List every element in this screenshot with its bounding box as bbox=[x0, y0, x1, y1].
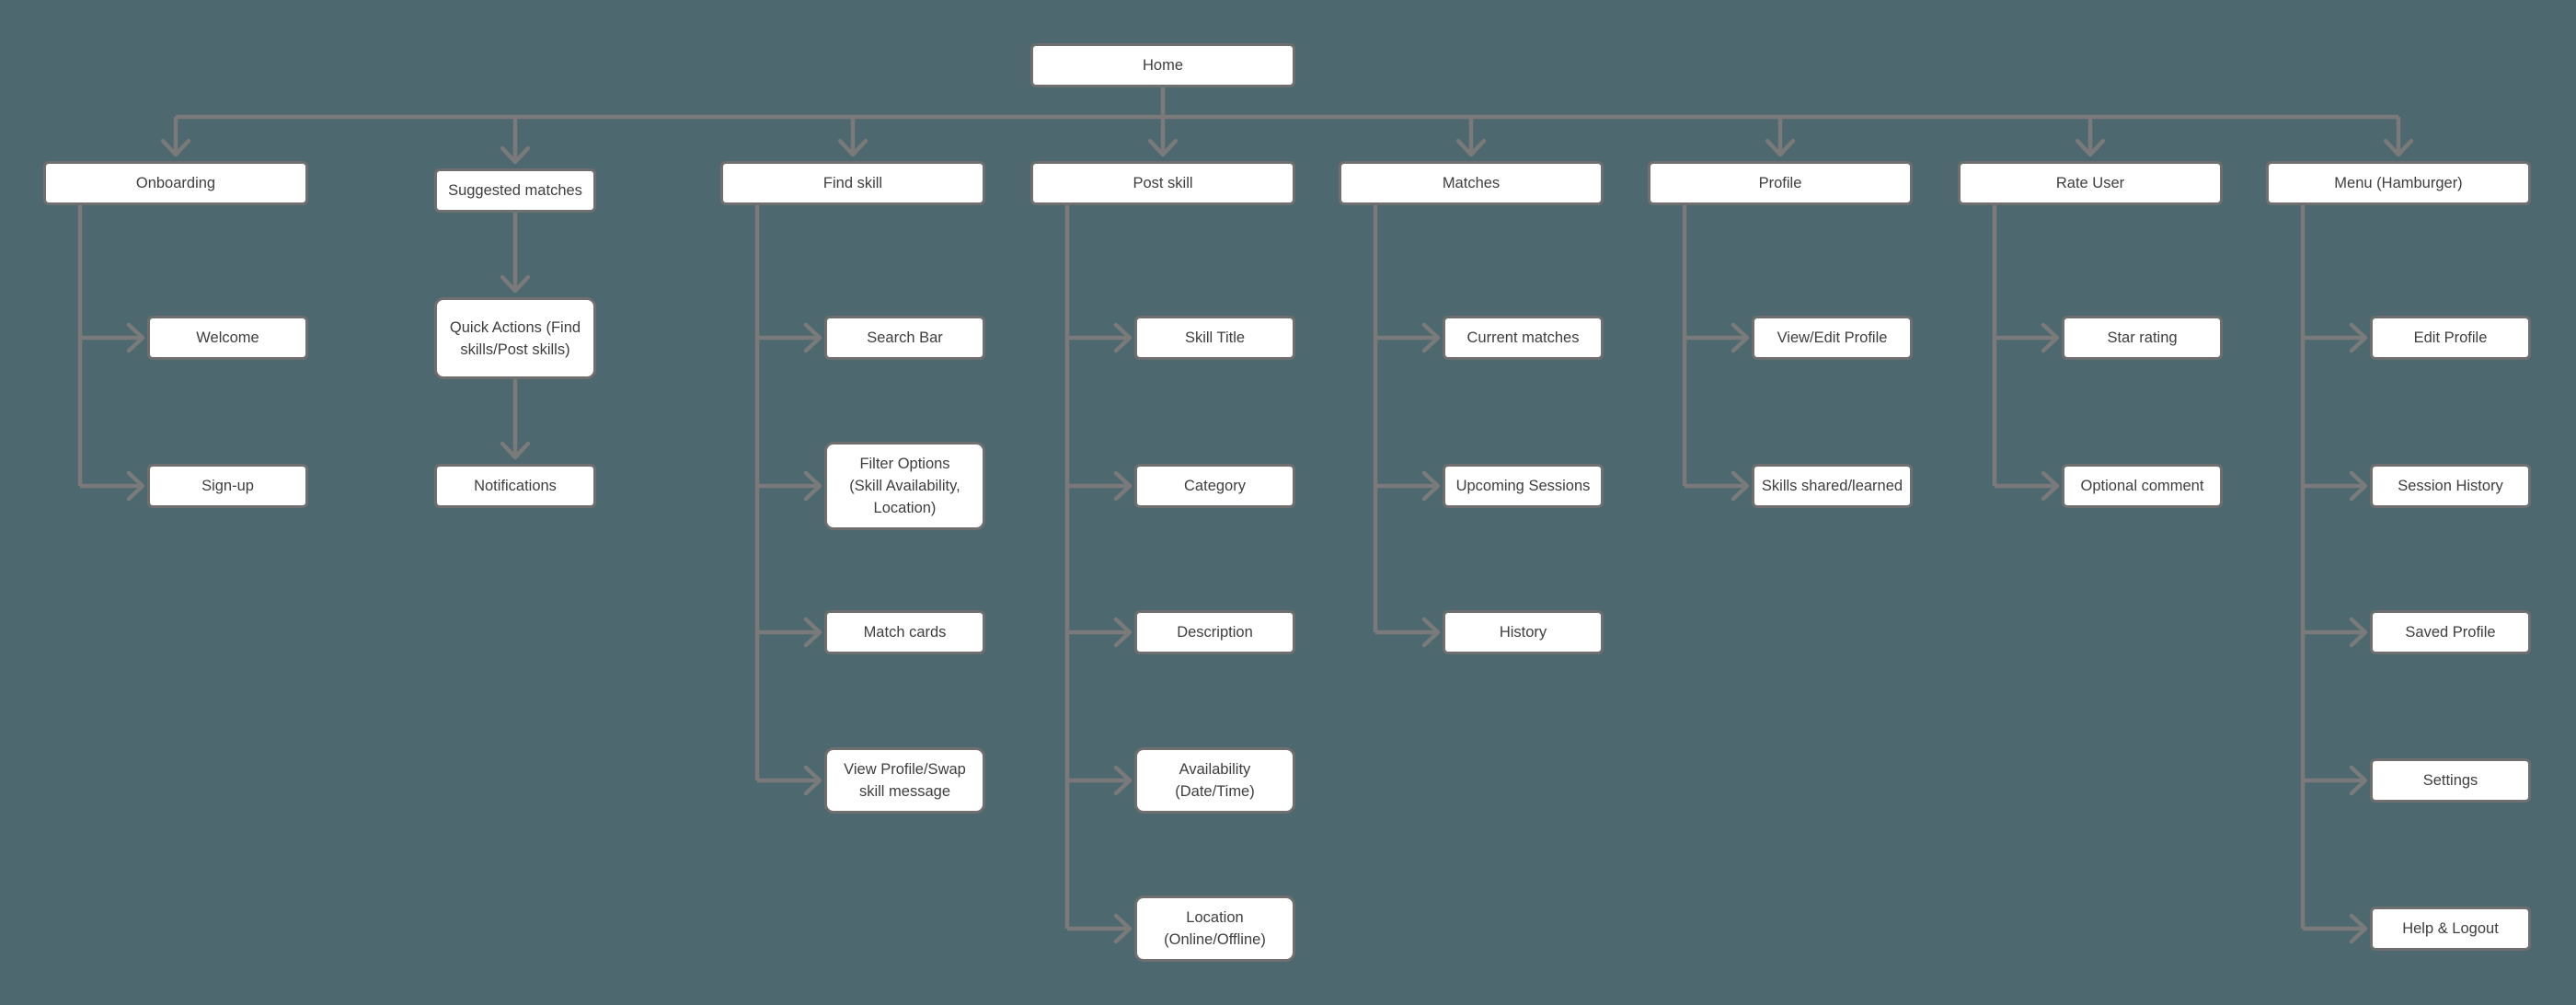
node-profile[interactable]: Profile bbox=[1648, 161, 1913, 205]
node-onboarding[interactable]: Onboarding bbox=[43, 161, 308, 205]
node-view-edit-profile[interactable]: View/Edit Profile bbox=[1752, 316, 1913, 360]
node-availability-date-time[interactable]: Availability (Date/Time) bbox=[1134, 747, 1295, 814]
node-upcoming-sessions[interactable]: Upcoming Sessions bbox=[1443, 464, 1604, 508]
node-session-history[interactable]: Session History bbox=[2370, 464, 2531, 508]
node-settings[interactable]: Settings bbox=[2370, 758, 2531, 803]
node-skills-shared-learned[interactable]: Skills shared/learned bbox=[1752, 464, 1913, 508]
node-welcome[interactable]: Welcome bbox=[147, 316, 308, 360]
node-quick-actions-find-skills-post-skills[interactable]: Quick Actions (Find skills/Post skills) bbox=[434, 297, 596, 379]
node-optional-comment[interactable]: Optional comment bbox=[2062, 464, 2223, 508]
node-history[interactable]: History bbox=[1443, 610, 1604, 654]
node-match-cards[interactable]: Match cards bbox=[824, 610, 985, 654]
node-notifications[interactable]: Notifications bbox=[434, 464, 596, 508]
node-rate-user[interactable]: Rate User bbox=[1958, 161, 2223, 205]
node-search-bar[interactable]: Search Bar bbox=[824, 316, 985, 360]
node-edit-profile[interactable]: Edit Profile bbox=[2370, 316, 2531, 360]
node-skill-title[interactable]: Skill Title bbox=[1134, 316, 1295, 360]
node-saved-profile[interactable]: Saved Profile bbox=[2370, 610, 2531, 654]
node-home[interactable]: Home bbox=[1030, 43, 1295, 87]
node-description[interactable]: Description bbox=[1134, 610, 1295, 654]
node-sign-up[interactable]: Sign-up bbox=[147, 464, 308, 508]
node-menu-hamburger[interactable]: Menu (Hamburger) bbox=[2266, 161, 2531, 205]
node-location-online-offline[interactable]: Location (Online/Offline) bbox=[1134, 895, 1295, 962]
node-current-matches[interactable]: Current matches bbox=[1443, 316, 1604, 360]
node-filter-options-skill-availability-location[interactable]: Filter Options (Skill Availability, Loca… bbox=[824, 442, 985, 530]
node-star-rating[interactable]: Star rating bbox=[2062, 316, 2223, 360]
node-suggested-matches[interactable]: Suggested matches bbox=[434, 168, 596, 213]
node-find-skill[interactable]: Find skill bbox=[720, 161, 985, 205]
node-help-and-logout[interactable]: Help & Logout bbox=[2370, 907, 2531, 951]
node-view-profile-swap-skill-message[interactable]: View Profile/Swap skill message bbox=[824, 747, 985, 814]
node-post-skill[interactable]: Post skill bbox=[1030, 161, 1295, 205]
node-category[interactable]: Category bbox=[1134, 464, 1295, 508]
connector-arrowheads bbox=[126, 138, 2414, 944]
node-matches[interactable]: Matches bbox=[1339, 161, 1604, 205]
